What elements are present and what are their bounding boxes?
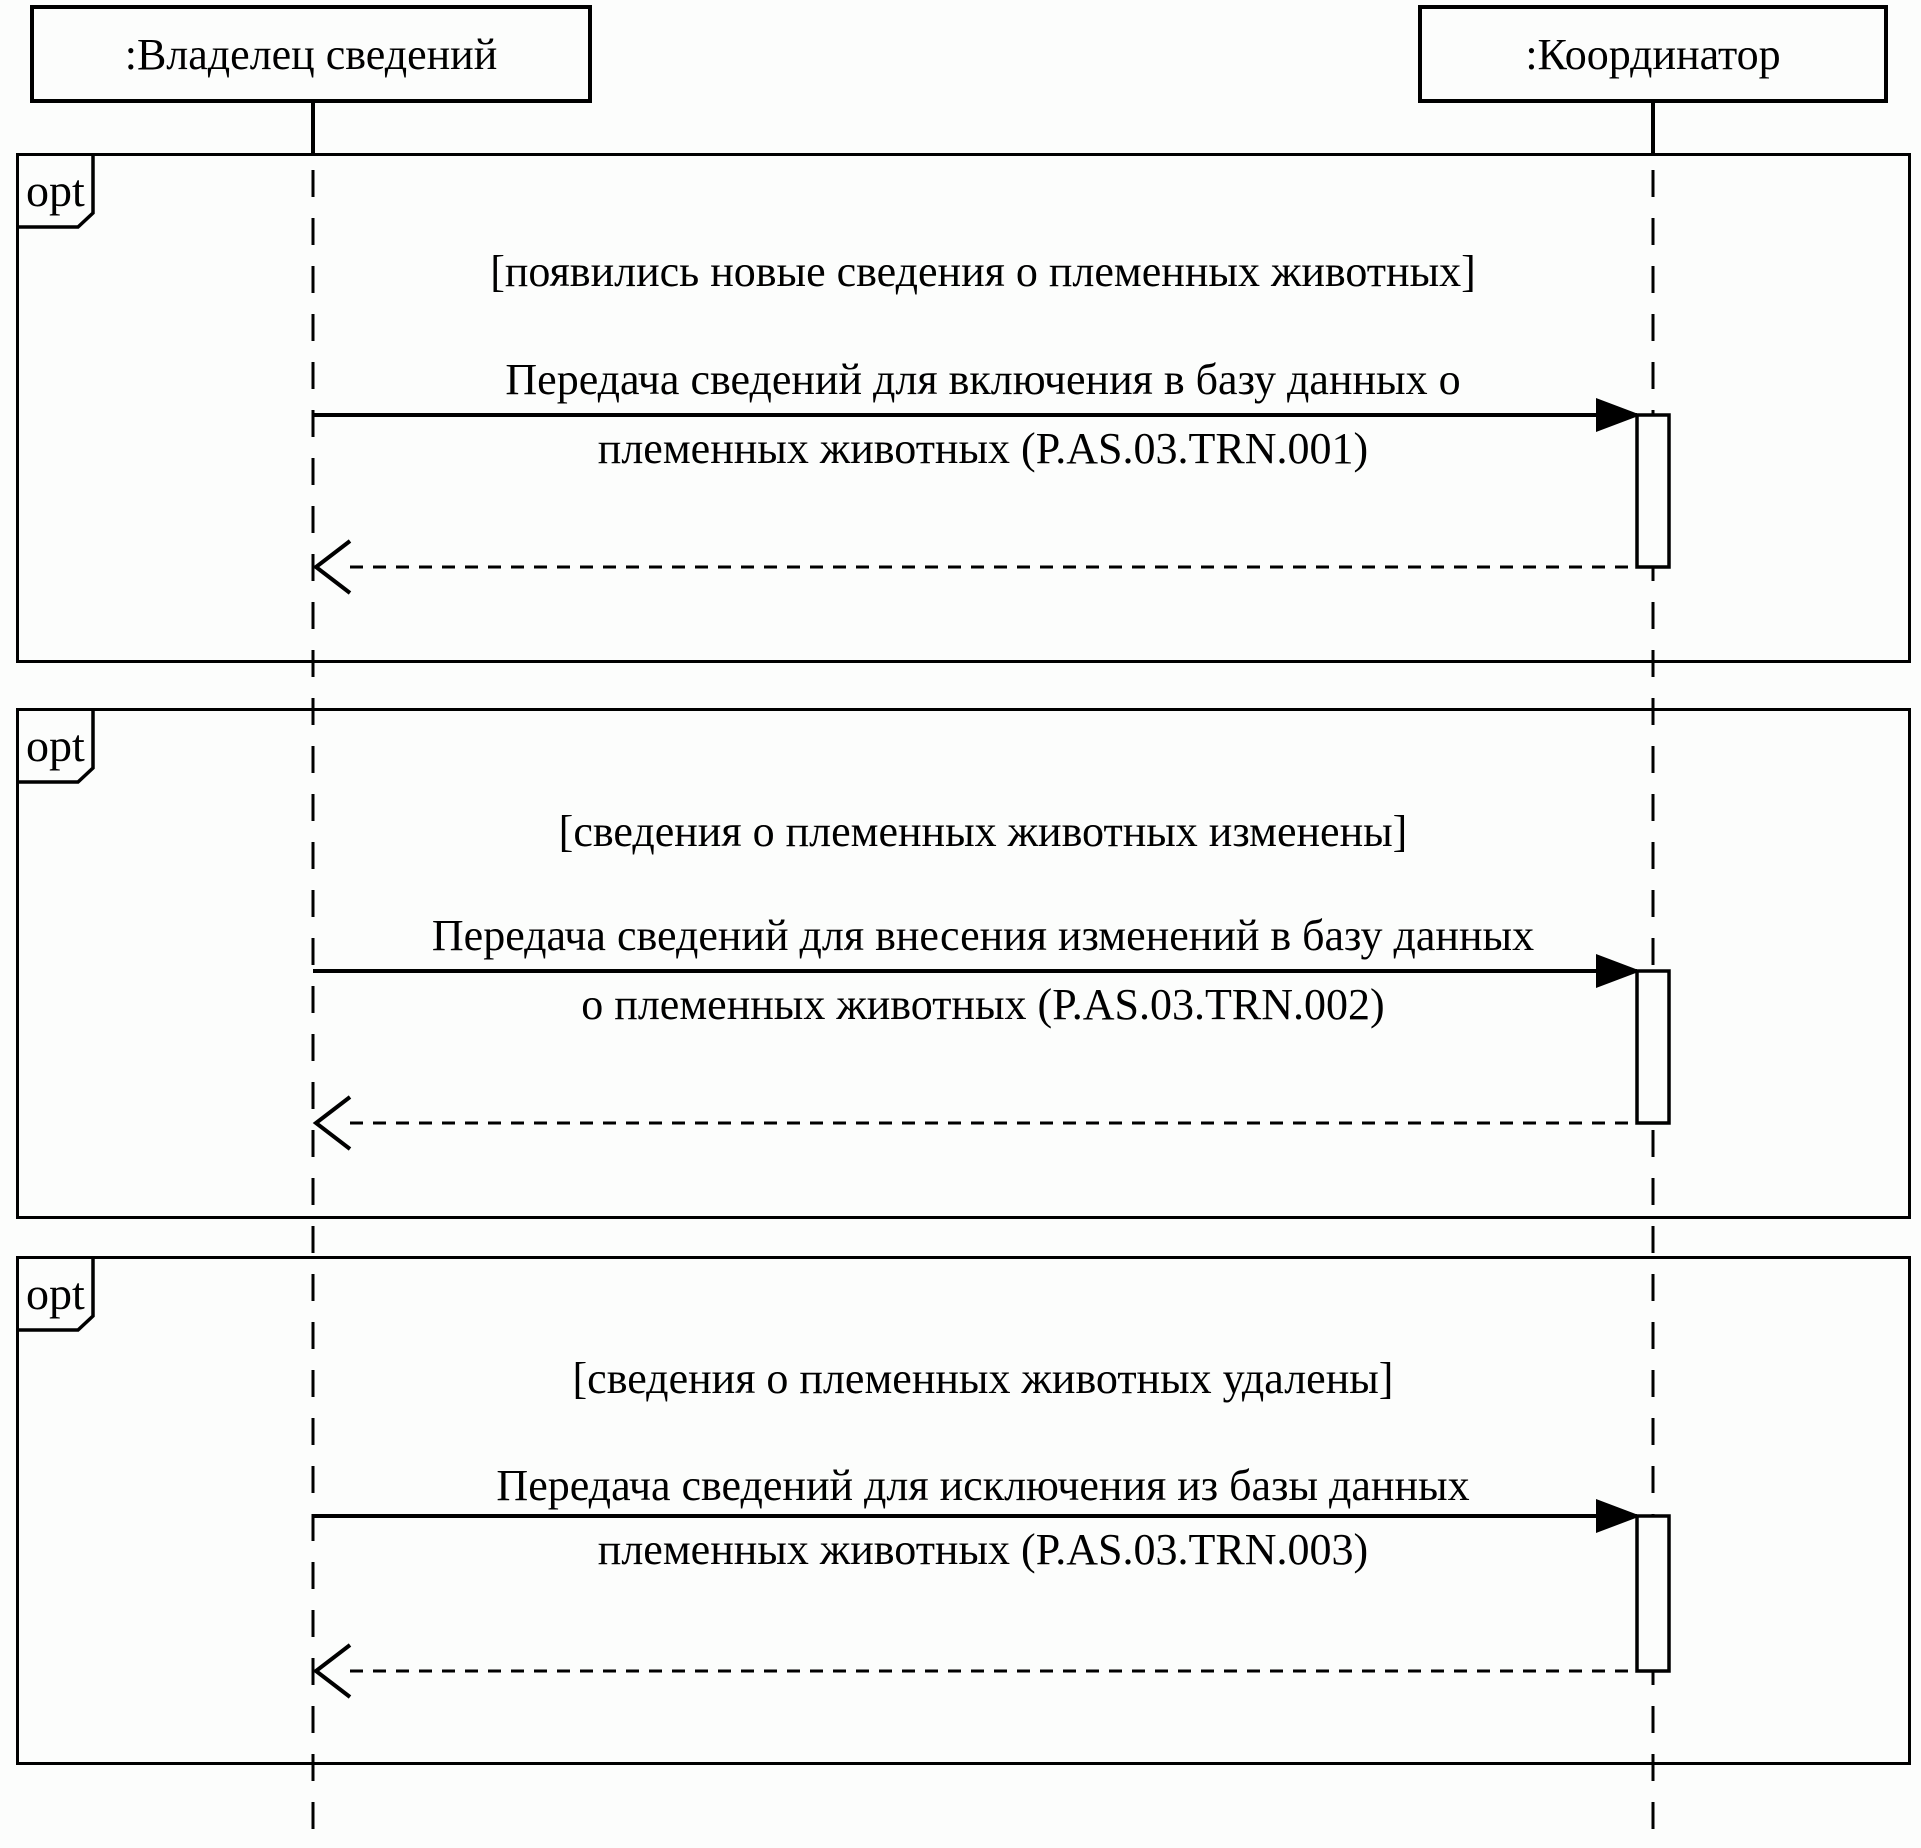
actor-label-coordinator: :Координатор [1525,29,1781,79]
opt-pentagon-3 [17,1257,95,1332]
opt-operator-label-3: opt [26,1268,85,1319]
message-text-2-line2: о племенных животных (P.AS.03.TRN.002) [581,980,1385,1029]
activation-bar-1 [1635,413,1671,569]
opt-fragment-3 [16,1256,1911,1765]
return-arrowhead-2 [312,1095,352,1151]
opt-pentagon-1 [17,154,95,229]
activation-bar-3 [1635,1514,1671,1673]
message-text-2-line1: Передача сведений для внесения изменений… [431,911,1535,960]
actor-box-data-owner: :Владелец сведений [30,5,592,103]
opt-pentagon-2 [17,709,95,784]
return-arrowhead-1 [312,539,352,595]
guard-condition-label-3: [сведения о племенных животных удалены] [572,1354,1394,1403]
return-arrowhead-3 [312,1643,352,1699]
message-text-1-line1: Передача сведений для включения в базу д… [505,355,1461,404]
message-arrowhead-2 [1596,954,1641,988]
guard-condition-label-1: [появились новые сведения о племенных жи… [490,247,1476,296]
message-text-3-line2: племенных животных (P.AS.03.TRN.003) [597,1525,1369,1574]
message-text-1-line2: племенных животных (P.AS.03.TRN.001) [597,424,1369,473]
message-text-3-line1: Передача сведений для исключения из базы… [496,1461,1470,1510]
actor-box-coordinator: :Координатор [1418,5,1888,103]
opt-fragment-1 [16,153,1911,663]
message-arrowhead-3 [1596,1499,1641,1533]
actor-label-data-owner: :Владелец сведений [124,29,498,79]
message-arrowhead-1 [1596,398,1641,432]
opt-fragment-2 [16,708,1911,1219]
opt-operator-label-1: opt [26,165,85,216]
guard-condition-label-2: [сведения о племенных животных изменены] [558,807,1408,856]
opt-operator-label-2: opt [26,720,85,771]
activation-bar-2 [1635,969,1671,1125]
